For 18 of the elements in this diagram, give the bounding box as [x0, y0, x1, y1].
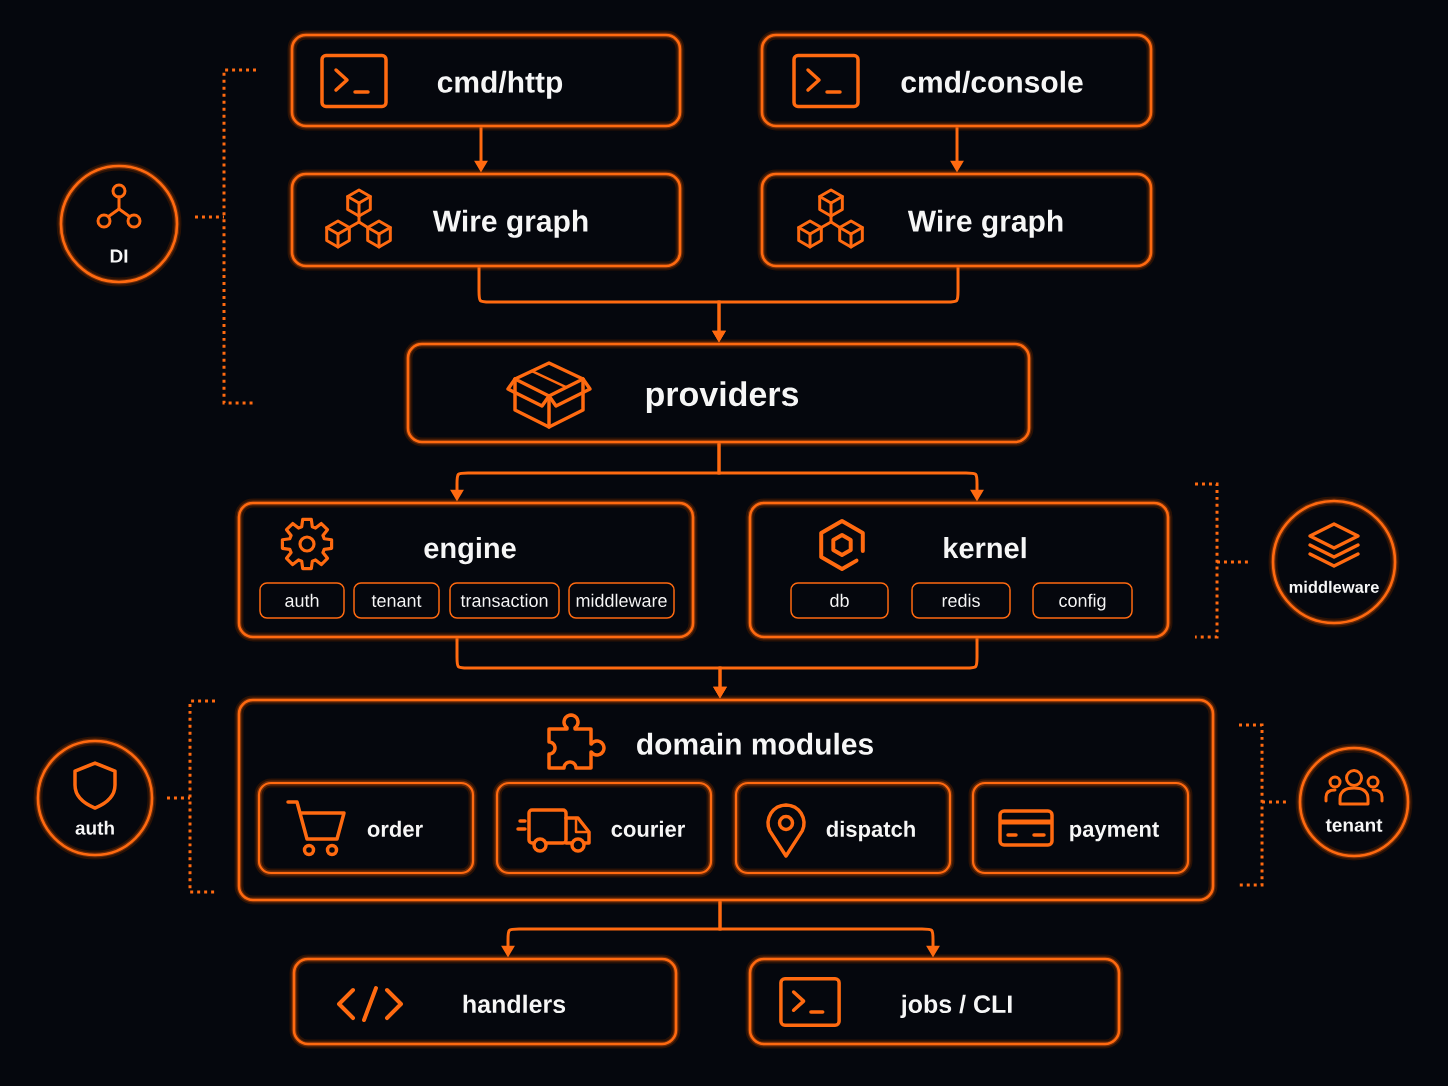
module-box: order	[254, 778, 478, 878]
module-box: dispatch	[731, 778, 955, 878]
process-box: providers	[403, 339, 1034, 447]
tag-chip: db	[790, 582, 889, 619]
process-box: Wire graph	[757, 169, 1156, 271]
process-box: jobs / CLI	[745, 954, 1124, 1049]
process-box: Wire graph	[287, 169, 685, 271]
tag-chip: middleware	[568, 582, 675, 619]
process-box: cmd/http	[287, 30, 685, 131]
tag-chip: auth	[259, 582, 345, 619]
tag-chip: config	[1032, 582, 1133, 619]
tag-chip: transaction	[449, 582, 560, 619]
module-box: courier	[492, 778, 716, 878]
module-box: payment	[968, 778, 1193, 878]
tag-chip: tenant	[353, 582, 440, 619]
process-box: cmd/console	[757, 30, 1156, 131]
tag-chip: redis	[911, 582, 1011, 619]
process-box: handlers	[289, 954, 681, 1049]
